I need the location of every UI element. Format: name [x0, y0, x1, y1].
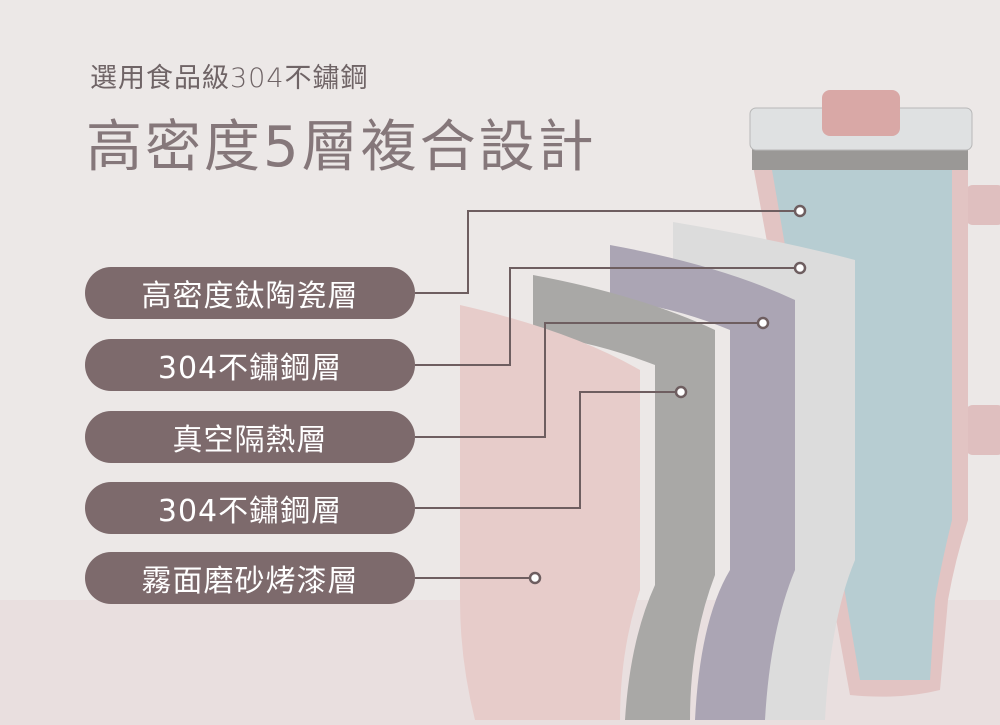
page-title: 高密度5層複合設計	[86, 115, 597, 180]
layer-ceramic	[673, 222, 855, 720]
tumbler-slider	[822, 90, 900, 136]
tumbler-rim	[752, 148, 968, 170]
leader-lines	[415, 210, 800, 579]
tumbler-handle-bottom	[965, 405, 1000, 455]
layer-paint	[460, 305, 640, 720]
subtitle: 選用食品級304不鏽鋼	[90, 63, 369, 94]
layer-label-5: 霧面磨砂烤漆層	[85, 552, 415, 604]
layer-label-3: 真空隔熱層	[85, 411, 415, 463]
layer-label-1: 高密度鈦陶瓷層	[85, 267, 415, 319]
layer-vacuum	[533, 275, 715, 720]
leader-dots	[528, 204, 807, 585]
tumbler-handle-top	[965, 185, 1000, 225]
layer-label-2: 304不鏽鋼層	[85, 339, 415, 391]
layer-steel-inner	[610, 245, 795, 720]
layer-label-4: 304不鏽鋼層	[85, 482, 415, 534]
